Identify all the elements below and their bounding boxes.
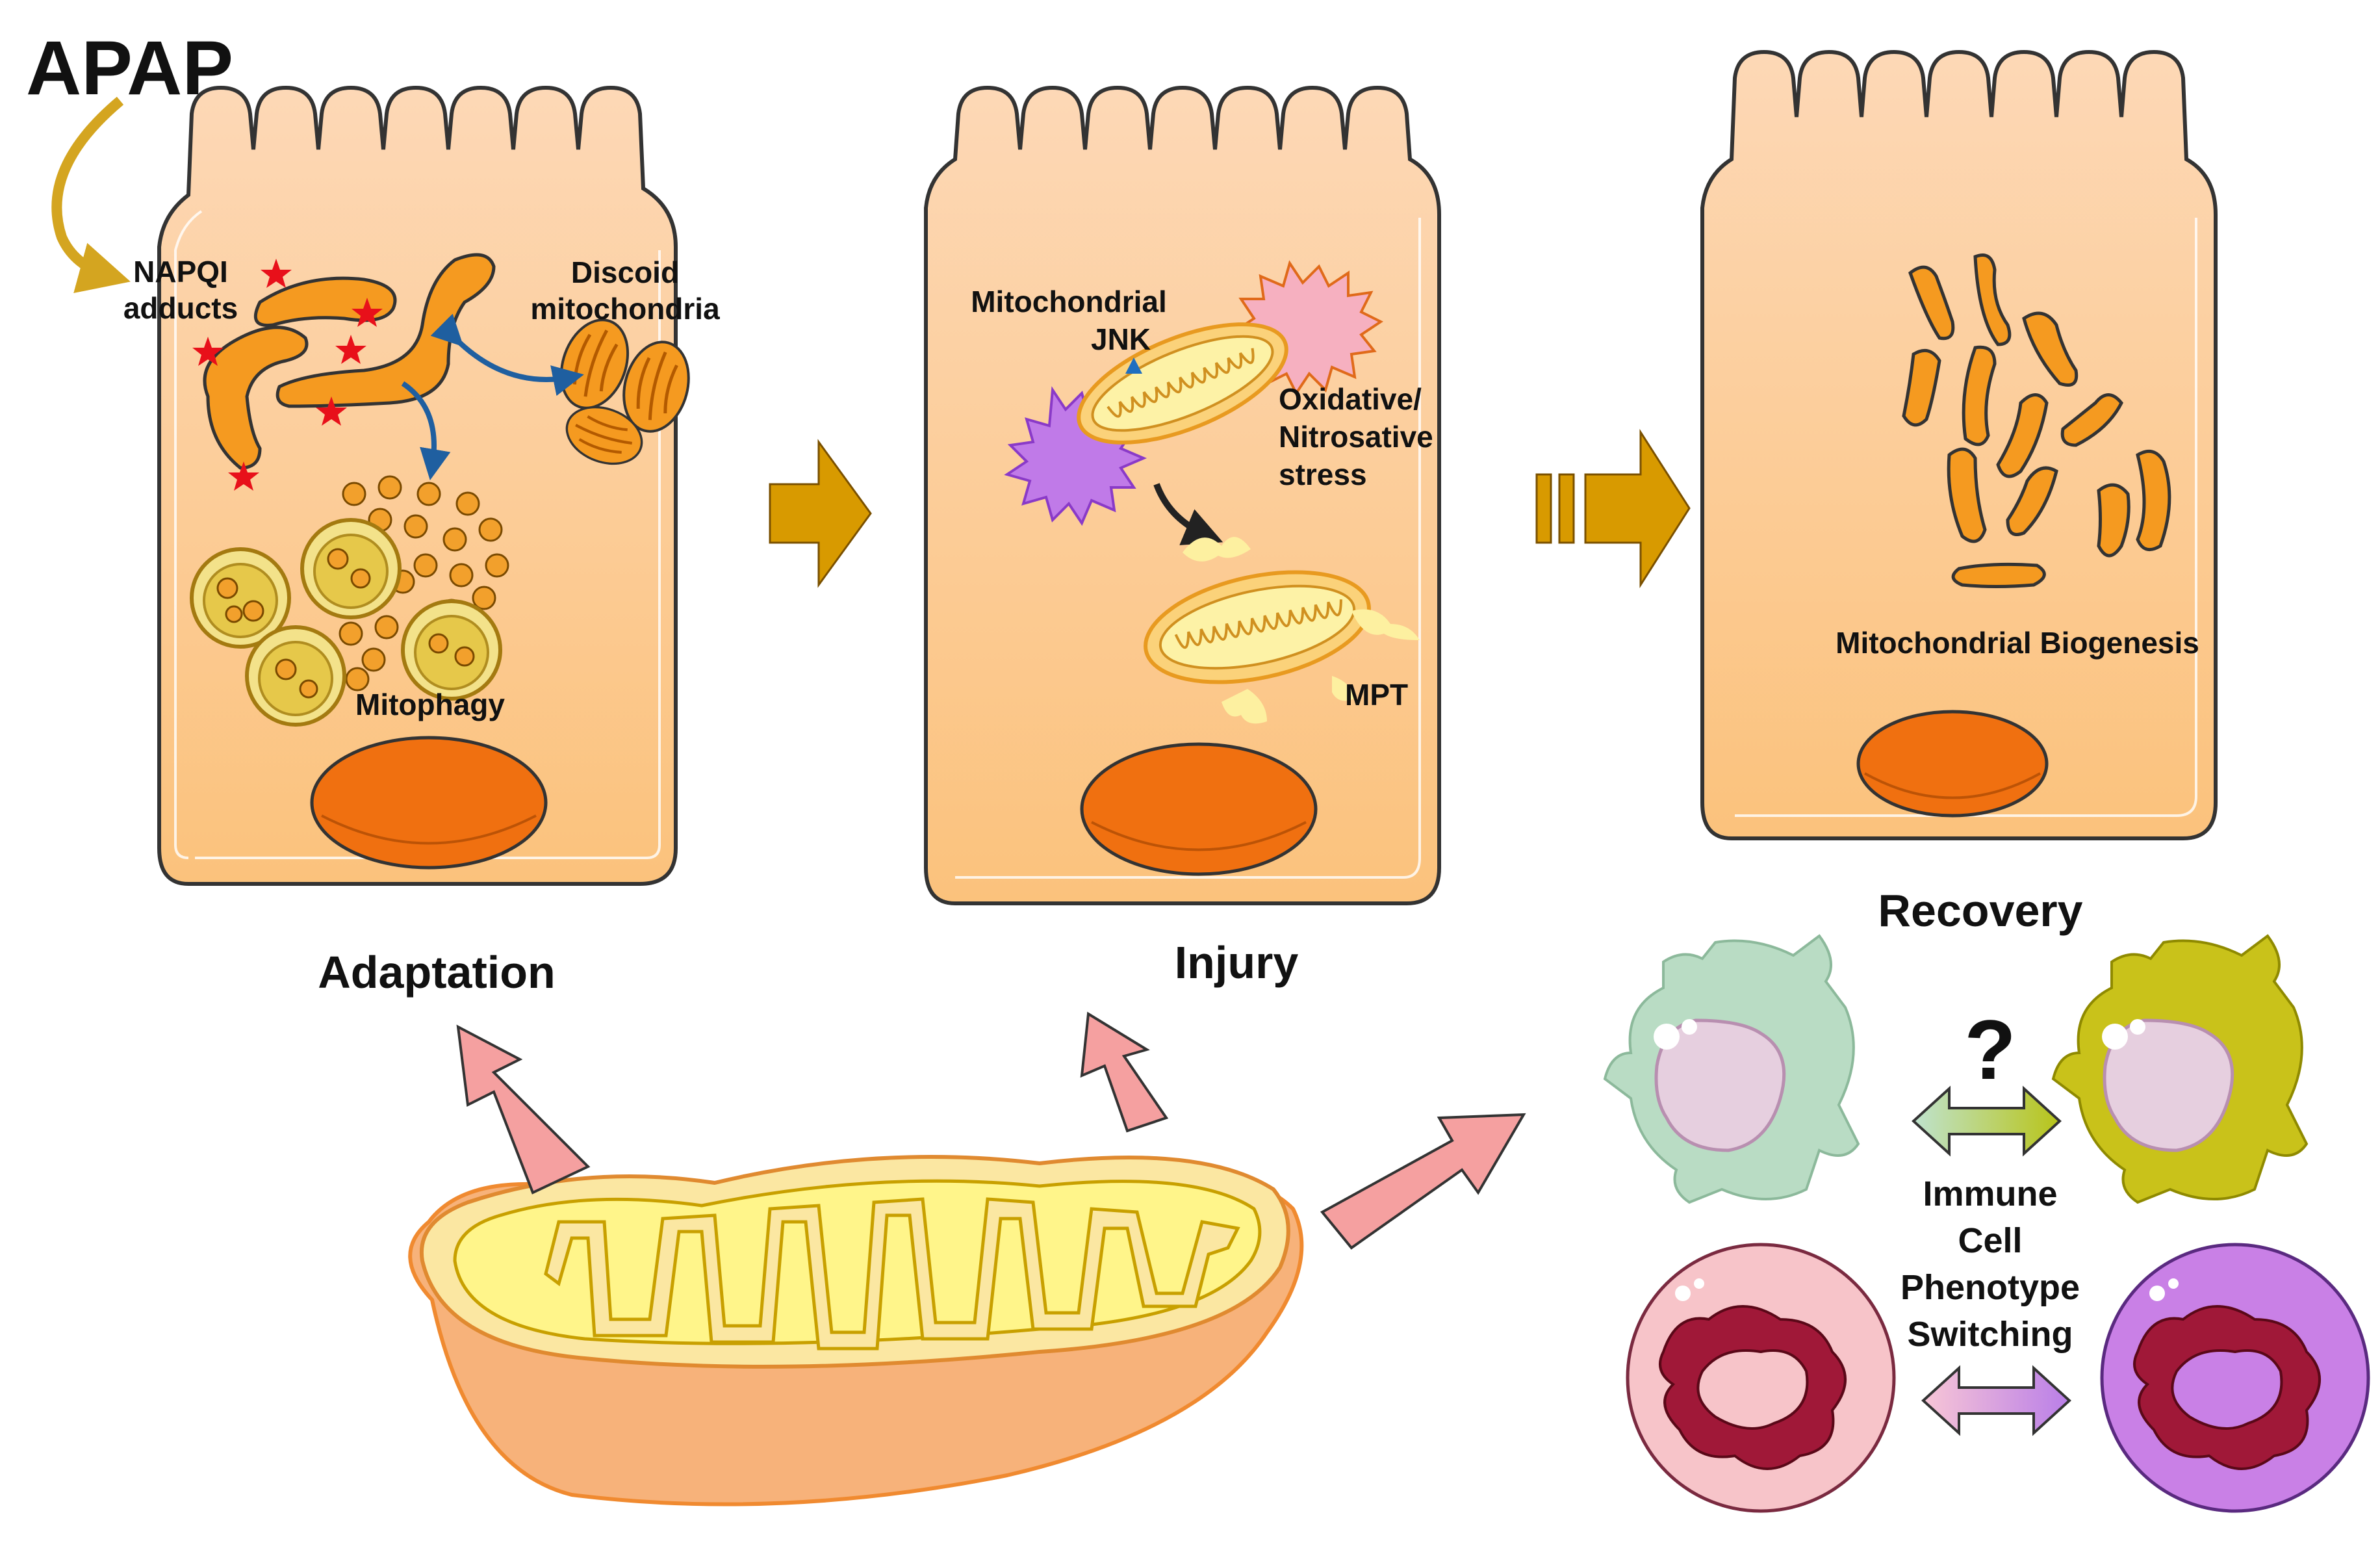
macrophage-m1 [1603, 934, 1860, 1204]
question-mark: ? [1964, 1002, 2015, 1097]
recovery-cell [1700, 49, 2218, 840]
immune-label-line3: Phenotype [1900, 1268, 2080, 1307]
inner-membrane [955, 218, 1421, 879]
mito-jnk-label: Mitochondrial [971, 285, 1167, 318]
injury-label: Injury [1175, 937, 1299, 988]
biogenesis-mitochondria [1902, 253, 2171, 588]
discoid-label-line2: mitochondria [530, 292, 720, 326]
adaptation-to-injury-arrow [769, 439, 872, 588]
immune-label-line2: Cell [1958, 1221, 2022, 1260]
nucleus [1080, 742, 1318, 876]
adaptation-cell [157, 85, 698, 886]
cristae [544, 1197, 1240, 1351]
biogenesis-label: Mitochondrial Biogenesis [1836, 626, 2199, 660]
mitophagy-label: Mitophagy [355, 688, 505, 721]
discoid-label: Discoid [571, 255, 679, 289]
napqi-label-line2: adducts [123, 291, 238, 325]
mpt-mitochondrion [1144, 570, 1371, 684]
autophagosomes [192, 520, 500, 725]
mpt-release [1183, 537, 1420, 724]
central-mitochondrion [408, 1155, 1304, 1507]
neutrophil-b [2100, 1243, 2370, 1513]
injury-cell [924, 85, 1441, 905]
mito-jnk-label-line2: JNK [1091, 322, 1151, 356]
adaptation-label: Adaptation [318, 947, 556, 998]
mpt-arrow [1153, 483, 1223, 545]
exchange-arrow [430, 313, 584, 396]
macrophage-m2 [2051, 934, 2309, 1204]
injured-mitochondrion [1077, 322, 1288, 445]
napqi-label: NAPQI [133, 255, 228, 289]
neutrophil-a [1626, 1243, 1896, 1513]
mpt-label: MPT [1345, 678, 1408, 712]
pink-arrow-to-injury [1080, 1011, 1169, 1133]
inner-membrane [1735, 218, 2197, 817]
pink-arrow-to-immune [1320, 1113, 1526, 1250]
recovery-label: Recovery [1878, 885, 2082, 936]
oxidative-label: Oxidative/ [1279, 382, 1422, 416]
immune-label-line4: Switching [1908, 1315, 2073, 1354]
injury-to-recovery-arrow [1535, 428, 1691, 589]
neutrophil-switch-arrow [1921, 1365, 2071, 1436]
mitophagy-arrow [401, 381, 451, 480]
apap-arrow [51, 96, 131, 293]
napqi-adduct-stars [192, 259, 383, 491]
oxidative-label-line3: stress [1279, 458, 1367, 491]
jnk-arrowhead [1125, 357, 1142, 374]
nucleus [310, 736, 548, 870]
pink-arrow-to-adaptation [456, 1024, 591, 1195]
immune-label: Immune [1923, 1174, 2057, 1213]
oxidative-label-line2: Nitrosative [1279, 420, 1433, 454]
apap-label: APAP [26, 25, 233, 111]
inner-membrane [174, 210, 661, 859]
macrophage-switch-arrow [1912, 1085, 2062, 1157]
nucleus [1856, 710, 2049, 818]
cell-membrane [1700, 49, 2218, 840]
